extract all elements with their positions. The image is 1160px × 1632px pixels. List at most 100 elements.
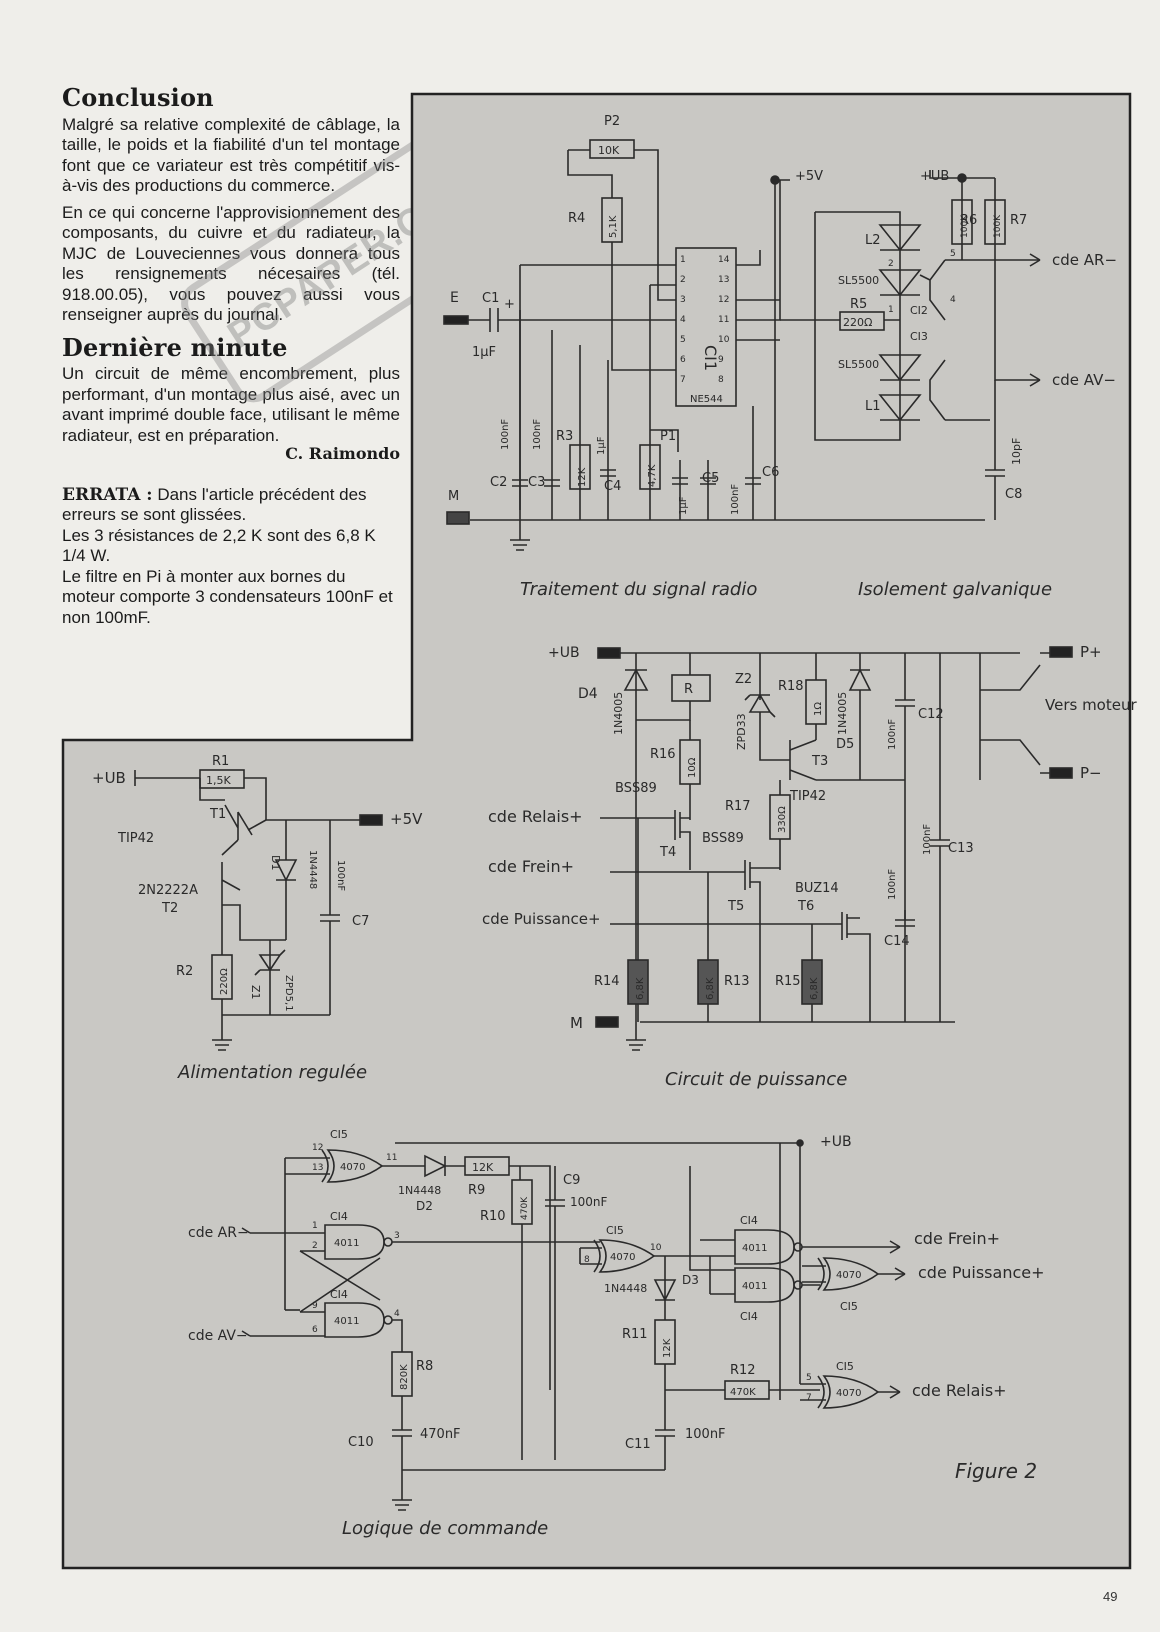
z2-part: ZPD33 <box>735 713 748 750</box>
last-minute-heading: Dernière minute <box>62 332 288 362</box>
c5-value: 1µF <box>678 496 689 515</box>
r7-resistor <box>984 199 1006 245</box>
ci4-label-d: CI4 <box>740 1310 758 1323</box>
t1-label: T1 <box>209 807 226 822</box>
r6-resistor <box>951 199 973 245</box>
relay-coil <box>671 674 711 702</box>
last-minute-paragraph: Un circuit de même encombrement, plus pe… <box>62 364 400 445</box>
c12-label: C12 <box>918 707 944 722</box>
supply-5v-label: +5V <box>390 810 423 828</box>
r9-label: R9 <box>468 1183 485 1198</box>
in-av-label: cde AV− <box>188 1328 248 1344</box>
p2-value: 10K <box>598 144 620 157</box>
errata-label: ERRATA : <box>62 484 153 505</box>
pin-1: 1 <box>312 1221 318 1231</box>
input-e-terminal <box>443 315 469 325</box>
d4-label: D4 <box>578 686 598 702</box>
r10-value: 470K <box>520 1196 530 1220</box>
c13-label: C13 <box>948 841 974 856</box>
r17-value: 330Ω <box>777 806 788 833</box>
r3-label: R3 <box>556 429 573 444</box>
d1-label: D1 <box>269 855 282 870</box>
z1-label: Z1 <box>249 985 262 1000</box>
c6-label: C6 <box>762 465 779 480</box>
ci3-label: CI3 <box>910 330 928 343</box>
r13-label: R13 <box>724 974 750 989</box>
power-ub-label: +UB <box>548 645 580 661</box>
out-relay-label: cde Relais+ <box>912 1381 1007 1400</box>
errata-block: ERRATA : Dans l'article précédent des er… <box>62 485 400 629</box>
nand-d-part: 4011 <box>742 1281 767 1292</box>
t5-part: BSS89 <box>702 831 744 846</box>
page-number: 49 <box>1103 1589 1118 1604</box>
t3-label: T3 <box>811 754 828 769</box>
r15-value: 6,8K <box>809 977 820 1000</box>
xor-mid-part: 4070 <box>610 1252 635 1263</box>
r18-label: R18 <box>778 679 804 694</box>
c7-value: 100nF <box>335 860 346 891</box>
z2-label: Z2 <box>735 672 752 687</box>
pin-11: 11 <box>386 1153 397 1163</box>
c9-label: C9 <box>563 1173 580 1188</box>
logic-ub-label: +UB <box>820 1134 852 1150</box>
r5-value: 220Ω <box>843 316 872 329</box>
c14-value: 100nF <box>887 869 898 900</box>
r13-value: 6,8K <box>705 977 716 1000</box>
section-signal-processing: Traitement du signal radio <box>520 579 757 600</box>
p1-value: 4,7K <box>647 464 658 487</box>
errata-line-1: ERRATA : Dans l'article précédent des er… <box>62 485 400 526</box>
article-text-box: Conclusion Malgré sa relative complexité… <box>62 86 400 629</box>
sl5500-top: SL5500 <box>838 274 879 287</box>
ci5-label-top: CI5 <box>330 1128 348 1141</box>
pin-8: 8 <box>584 1255 590 1265</box>
pin-7: 7 <box>806 1393 812 1403</box>
top-ground-terminal <box>446 511 470 525</box>
c1-label: C1 <box>482 291 499 306</box>
c4-value: 1µF <box>596 436 607 455</box>
out-av-label: cde AV− <box>1052 371 1116 389</box>
sl5500-bottom: SL5500 <box>838 358 879 371</box>
r15-label: R15 <box>775 974 801 989</box>
p1-label: P1 <box>660 429 676 444</box>
t5-label: T5 <box>727 899 744 914</box>
r6-value: 100K <box>960 214 970 238</box>
d3-label: D3 <box>682 1273 699 1287</box>
power-ub-terminal <box>597 647 621 659</box>
r5-resistor <box>839 311 885 331</box>
c2-value: 100nF <box>500 419 511 450</box>
r14-value: 6,8K <box>635 977 646 1000</box>
c11-value: 100nF <box>685 1427 726 1442</box>
errata-line-3: Le filtre en Pi à monter aux bornes du m… <box>62 566 393 627</box>
ic1-pin-11: 11 <box>718 315 729 325</box>
c6-value: 100nF <box>730 484 741 515</box>
d5-label: D5 <box>836 737 854 752</box>
c10-label: C10 <box>348 1435 374 1450</box>
ic1-pin-14: 14 <box>718 255 730 265</box>
c1-plus: + <box>504 297 515 312</box>
r16-value: 10Ω <box>687 757 698 778</box>
r9-value: 12K <box>472 1161 494 1174</box>
out-brake-label: cde Frein+ <box>914 1229 1000 1248</box>
r14-label: R14 <box>594 974 620 989</box>
t4-part: BSS89 <box>615 781 657 796</box>
pin-9: 9 <box>312 1301 318 1311</box>
xor-right-part: 4070 <box>836 1270 861 1281</box>
supply-ub-label: +UB <box>92 769 126 787</box>
v5-top-label: +5V <box>795 169 823 184</box>
nand-a-part: 4011 <box>334 1238 359 1249</box>
pin-6: 6 <box>312 1325 318 1335</box>
pin-13: 13 <box>312 1163 323 1173</box>
input-power-label: cde Puissance+ <box>482 910 601 928</box>
xor-top-part: 4070 <box>340 1162 365 1173</box>
ci4-label-a: CI4 <box>330 1210 348 1223</box>
input-e-label: E <box>450 290 459 306</box>
errata-line-2: Les 3 résistances de 2,2 K sont des 6,8 … <box>62 525 376 566</box>
r4-value: 5,1K <box>608 215 619 238</box>
iso-pin-2a: 2 <box>888 259 894 269</box>
c11-label: C11 <box>625 1437 651 1452</box>
c8-label: C8 <box>1005 487 1022 502</box>
pin-2: 2 <box>312 1241 318 1251</box>
r6-label: R6 <box>960 213 977 228</box>
figure-label: Figure 2 <box>955 1459 1037 1483</box>
c14-label: C14 <box>884 934 910 949</box>
